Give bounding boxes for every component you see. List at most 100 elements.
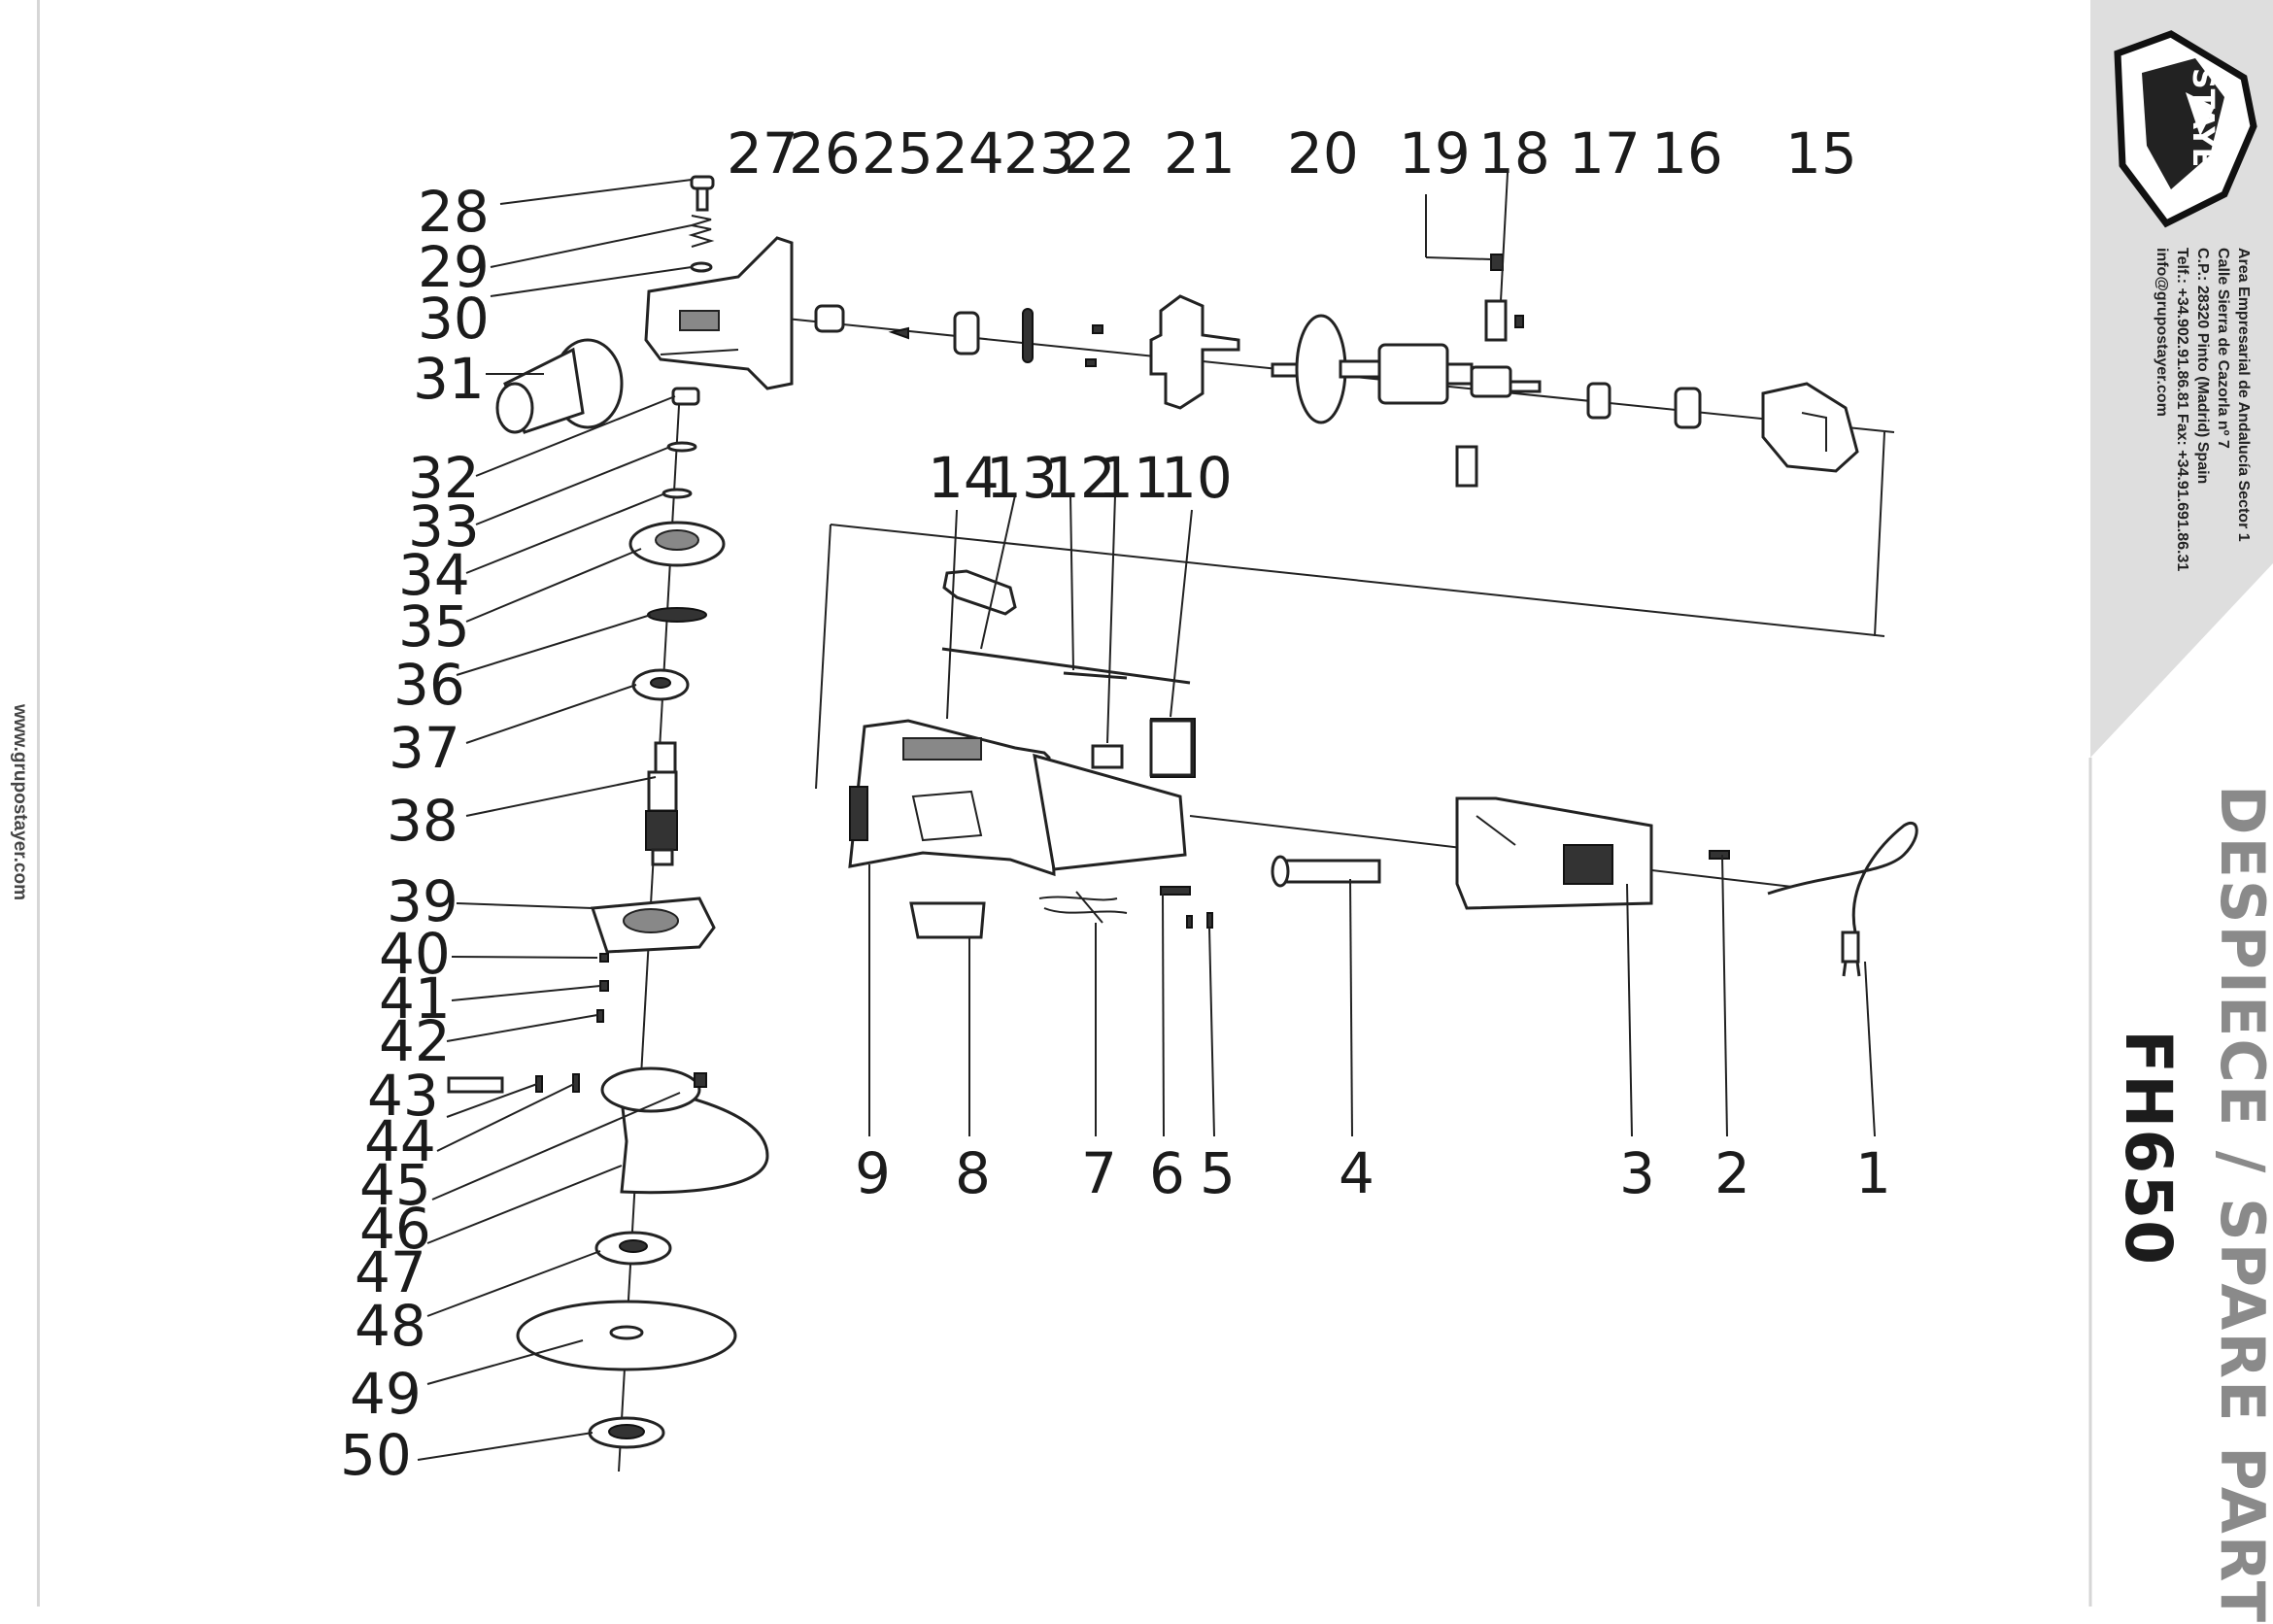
label-7: 7 [1081, 1140, 1117, 1206]
stayer-logo: STAYER [2114, 30, 2257, 228]
exploded-parts-diagram: 1 2 3 4 5 6 7 8 9 10 11 12 13 14 15 16 1… [340, 120, 1918, 1488]
part-42-screw [596, 1009, 604, 1023]
label-46: 46 [359, 1196, 431, 1262]
part-2-screw [1709, 850, 1730, 860]
label-34: 34 [398, 542, 470, 608]
label-3: 3 [1619, 1140, 1655, 1206]
part-1-power-cord [1767, 821, 1918, 977]
label-31: 31 [413, 346, 485, 412]
address-block: Area Empresarial de Andalucía Sector 1 C… [2152, 248, 2254, 571]
top-assembly [495, 175, 1895, 488]
part-26-bearing [814, 304, 845, 333]
part-31-side-handle [495, 338, 624, 434]
part-32-bearing [671, 387, 700, 406]
label-44: 44 [364, 1108, 436, 1174]
label-36: 36 [393, 652, 465, 718]
left-assembly [447, 387, 769, 1472]
label-6: 6 [1149, 1140, 1185, 1206]
part-3-rear-cover [1455, 796, 1653, 910]
part-labels: 1 2 3 4 5 6 7 8 9 10 11 12 13 14 15 16 1… [340, 120, 1891, 1488]
label-17: 17 [1569, 120, 1641, 186]
part-4-tube [1271, 855, 1381, 888]
part-38-spindle [645, 741, 678, 866]
label-45: 45 [359, 1152, 431, 1218]
part-13-wire [941, 647, 1191, 685]
part-33-circlip [666, 441, 697, 453]
label-10: 10 [1161, 445, 1233, 511]
part-15-stator [1761, 382, 1859, 473]
part-40-screw [599, 953, 609, 963]
label-38: 38 [387, 788, 458, 854]
label-43: 43 [367, 1063, 439, 1129]
label-13: 13 [986, 445, 1058, 511]
part-22-screw [1092, 324, 1103, 334]
part-20-armature [1271, 314, 1542, 424]
label-48: 48 [355, 1293, 426, 1359]
label-32: 32 [408, 445, 480, 511]
label-33: 33 [408, 493, 480, 559]
address-line: Area Empresarial de Andalucía Sector 1 [2235, 248, 2252, 542]
label-11: 11 [1098, 445, 1170, 511]
part-23-washer [1022, 308, 1034, 363]
label-41: 41 [379, 965, 451, 1032]
part-16-bearing [1674, 387, 1702, 429]
part-34-bearing-plate [628, 521, 726, 567]
address-line: Calle Sierra de Cazorla nº 7 [2215, 248, 2231, 449]
label-37: 37 [389, 715, 460, 781]
label-18: 18 [1478, 120, 1550, 186]
label-26: 26 [789, 120, 861, 186]
part-24-bearing [953, 311, 980, 355]
label-1: 1 [1855, 1140, 1891, 1206]
part-5-screw [1186, 915, 1193, 929]
label-22: 22 [1064, 120, 1136, 186]
part-11-switch [1091, 744, 1124, 769]
part-35-washer [647, 607, 707, 623]
address-line: C.P.: 28320 Pinto (Madrid) Spain [2194, 248, 2211, 485]
label-47: 47 [355, 1239, 426, 1305]
label-15: 15 [1785, 120, 1857, 186]
label-35: 35 [398, 593, 470, 660]
label-9: 9 [855, 1140, 891, 1206]
part-39-bearing-cover [590, 897, 716, 954]
label-19: 19 [1399, 120, 1471, 186]
label-25: 25 [862, 120, 933, 186]
part-30-washer [690, 261, 713, 273]
page-margin-rule [37, 0, 40, 1607]
label-29: 29 [418, 234, 490, 300]
label-30: 30 [418, 286, 490, 352]
part-48-inner-flange [594, 1231, 672, 1266]
part-43-clamp-screw [447, 1076, 504, 1094]
label-42: 42 [379, 1008, 451, 1074]
label-12: 12 [1044, 445, 1116, 511]
leader-lines [417, 172, 1876, 1461]
label-23: 23 [1003, 120, 1075, 186]
label-28: 28 [418, 179, 490, 245]
center-assembly [815, 431, 1918, 977]
part-50-outer-nut [588, 1416, 665, 1449]
part-25-key [888, 326, 909, 340]
label-8: 8 [955, 1140, 991, 1206]
part-47-wheel-guard [600, 1066, 769, 1195]
part-29-spring [688, 215, 715, 248]
part-14-switch-lever [942, 569, 1017, 616]
label-39: 39 [387, 868, 458, 934]
address-email: info@grupostayer.com [2154, 248, 2170, 417]
label-4: 4 [1339, 1140, 1374, 1206]
model-number: FH650 [2111, 1030, 2186, 1267]
part-7-cord-clamp [1038, 891, 1128, 924]
label-5: 5 [1200, 1140, 1236, 1206]
label-2: 2 [1714, 1140, 1750, 1206]
label-49: 49 [350, 1361, 422, 1427]
part-19-brush [1490, 254, 1504, 271]
logo-wordmark: STAYER [2186, 68, 2220, 189]
label-40: 40 [379, 921, 451, 987]
part-17-bearing [1586, 382, 1611, 420]
part-37-gear [631, 668, 690, 701]
page-title: DESPIECE / SPARE PART [2207, 785, 2273, 1624]
address-line: Telf.: +34.902.91.86.81 Fax: +34.91.691.… [2174, 248, 2190, 572]
part-45-washer [572, 1073, 580, 1093]
label-14: 14 [928, 445, 1000, 511]
label-50: 50 [340, 1422, 412, 1488]
part-21-baffle [1149, 294, 1240, 410]
label-21: 21 [1164, 120, 1236, 186]
